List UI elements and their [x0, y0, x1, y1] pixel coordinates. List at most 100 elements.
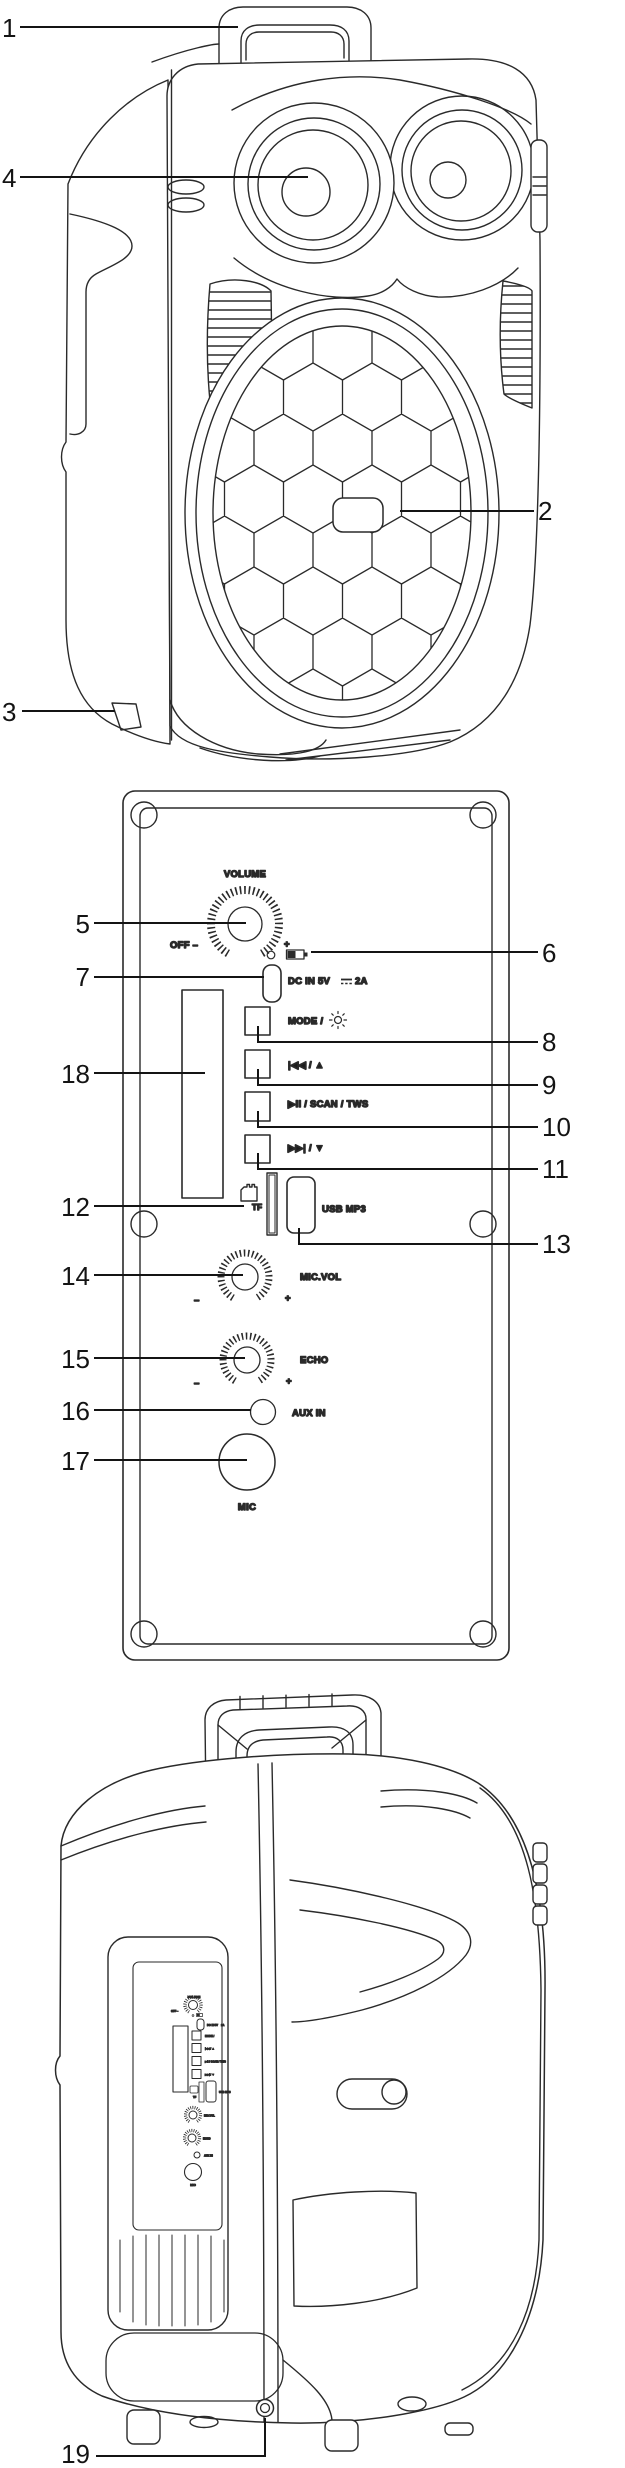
base-and-feet: [106, 2333, 473, 2451]
callout-13-label: 13: [542, 1229, 571, 1259]
dc-symbol-icon: [341, 980, 352, 984]
mini-echo-knob: [185, 2131, 200, 2145]
panel-screws: [131, 802, 496, 1647]
callout-12-line: [94, 1205, 244, 1207]
mini-dc-amps: 2A: [221, 2023, 224, 2027]
callout-11-label: 11: [542, 1154, 569, 1184]
tweeter-brow-trim: [232, 77, 531, 124]
mini-display-window: [173, 2026, 188, 2092]
rear-panel-mini: VOLUME OFF – DC IN 5V 2A MODE / |◀: [108, 1937, 232, 2330]
mode-button-label: MODE /: [288, 1016, 323, 1027]
callout-14-line: [94, 1274, 243, 1276]
callout-17-line: [94, 1459, 247, 1461]
callout-16-label: 16: [61, 1396, 90, 1426]
dc-in-amps-label: 2A: [355, 976, 368, 987]
callout-5-label: 5: [75, 909, 90, 939]
mic-volume-minus: –: [194, 1295, 200, 1306]
tf-card-icon: [241, 1185, 257, 1202]
callout-2-line: [400, 510, 534, 512]
callout-10-line: [257, 1111, 259, 1128]
callout-12-label: 12: [61, 1192, 90, 1222]
callout-10-line: [257, 1126, 538, 1128]
mini-buttons: [192, 2031, 201, 2079]
callout-3-label: 3: [2, 697, 17, 727]
mini-dc-jack: [197, 2019, 204, 2030]
mini-tf-label: TF: [193, 2095, 197, 2099]
mini-mic-jack: [185, 2164, 202, 2181]
callout-15-line: [94, 1357, 245, 1359]
panel-screw: [470, 802, 496, 828]
callout-4-label: 4: [2, 163, 17, 193]
aux-in-label: AUX IN: [292, 1408, 326, 1419]
speaker-foot: [445, 2423, 473, 2435]
dc-in-label: DC IN 5V: [288, 976, 331, 987]
mini-aux-jack: [194, 2152, 200, 2158]
battery-door: [293, 2191, 417, 2306]
play-pause-button-label: ▶II / SCAN / TWS: [287, 1099, 368, 1110]
mini-prev-label: |◀◀ / ▲: [205, 2047, 215, 2051]
callout-9-line: [257, 1069, 259, 1086]
mini-mic-volume-knob: [186, 2108, 201, 2122]
tf-label: TF: [252, 1203, 262, 1212]
callout-5-line: [94, 922, 246, 924]
side-view-illustration: VOLUME OFF – DC IN 5V 2A MODE / |◀: [0, 1660, 625, 2468]
top-rim-lines: [61, 1790, 477, 1860]
volume-knob: VOLUME OFF – +: [169, 868, 290, 953]
mini-echo-label: ECHO: [203, 2137, 211, 2141]
mini-play-label: ▶II / SCAN / TWS: [204, 2060, 226, 2064]
mini-mic-label: MIC: [190, 2183, 196, 2187]
grille-right: [497, 281, 535, 408]
mini-aux-label: AUX IN: [204, 2154, 213, 2158]
mini-volume-label: VOLUME: [188, 1995, 201, 1999]
bottom-jack: [257, 2400, 274, 2417]
mic-volume-plus: +: [285, 1293, 291, 1304]
volume-label: VOLUME: [224, 869, 266, 880]
tweeter-lower-trim: [234, 258, 518, 297]
base-and-feet: [112, 700, 460, 761]
callout-19-label: 19: [61, 2439, 90, 2468]
callout-8-line: [257, 1026, 259, 1043]
woofer-center-badge: [333, 498, 383, 532]
mini-volume-knob: [185, 1997, 201, 2012]
volume-plus-label: +: [284, 939, 290, 950]
aux-in-jack: AUX IN: [251, 1400, 326, 1425]
charge-indicator: [267, 950, 308, 959]
panel-screw: [470, 1211, 496, 1237]
edge-rib-bumps: [533, 1843, 547, 1925]
callout-7-line: [94, 976, 264, 978]
panel-inner-frame: [140, 808, 492, 1644]
tweeter-left: [234, 103, 394, 263]
control-panel-view: VOLUME OFF – + DC IN 5V 2A: [0, 790, 625, 1662]
echo-label: ECHO: [300, 1355, 328, 1366]
play-pause-button: ▶II / SCAN / TWS: [245, 1092, 369, 1121]
panel-screw: [131, 1211, 157, 1237]
speaker-foot: [112, 703, 141, 730]
speaker-foot: [190, 2417, 218, 2428]
side-latch: [531, 140, 547, 232]
tf-card-slot: TF: [241, 1185, 263, 1213]
echo-minus: –: [194, 1378, 200, 1389]
speaker-foot: [325, 2420, 358, 2451]
callout-11-line: [257, 1153, 259, 1170]
mini-power-led: [192, 2015, 194, 2017]
callout-16-line: [94, 1409, 251, 1411]
callout-11-line: [257, 1168, 538, 1170]
mic-label: MIC: [238, 1502, 256, 1513]
brightness-icon: [330, 1012, 347, 1029]
mini-mic-vol-label: MIC.VOL: [204, 2114, 215, 2118]
echo-knob: ECHO – +: [193, 1336, 329, 1390]
callout-8-line: [257, 1041, 538, 1043]
mini-dc-label: DC IN 5V: [207, 2023, 218, 2027]
rear-vent-ribs: [120, 2235, 224, 2326]
callout-1-label: 1: [2, 13, 17, 43]
prev-button-label: |◀◀ / ▲: [288, 1060, 324, 1071]
mic-volume-label: MIC.VOL: [300, 1272, 341, 1283]
mic-volume-knob: MIC.VOL – +: [193, 1253, 342, 1307]
carry-handle: [219, 7, 371, 79]
callout-18-label: 18: [61, 1059, 90, 1089]
callout-9-label: 9: [542, 1070, 557, 1100]
callout-15-label: 15: [61, 1344, 90, 1374]
corner-seam: [258, 1763, 541, 2422]
mode-button: MODE /: [245, 1007, 347, 1035]
